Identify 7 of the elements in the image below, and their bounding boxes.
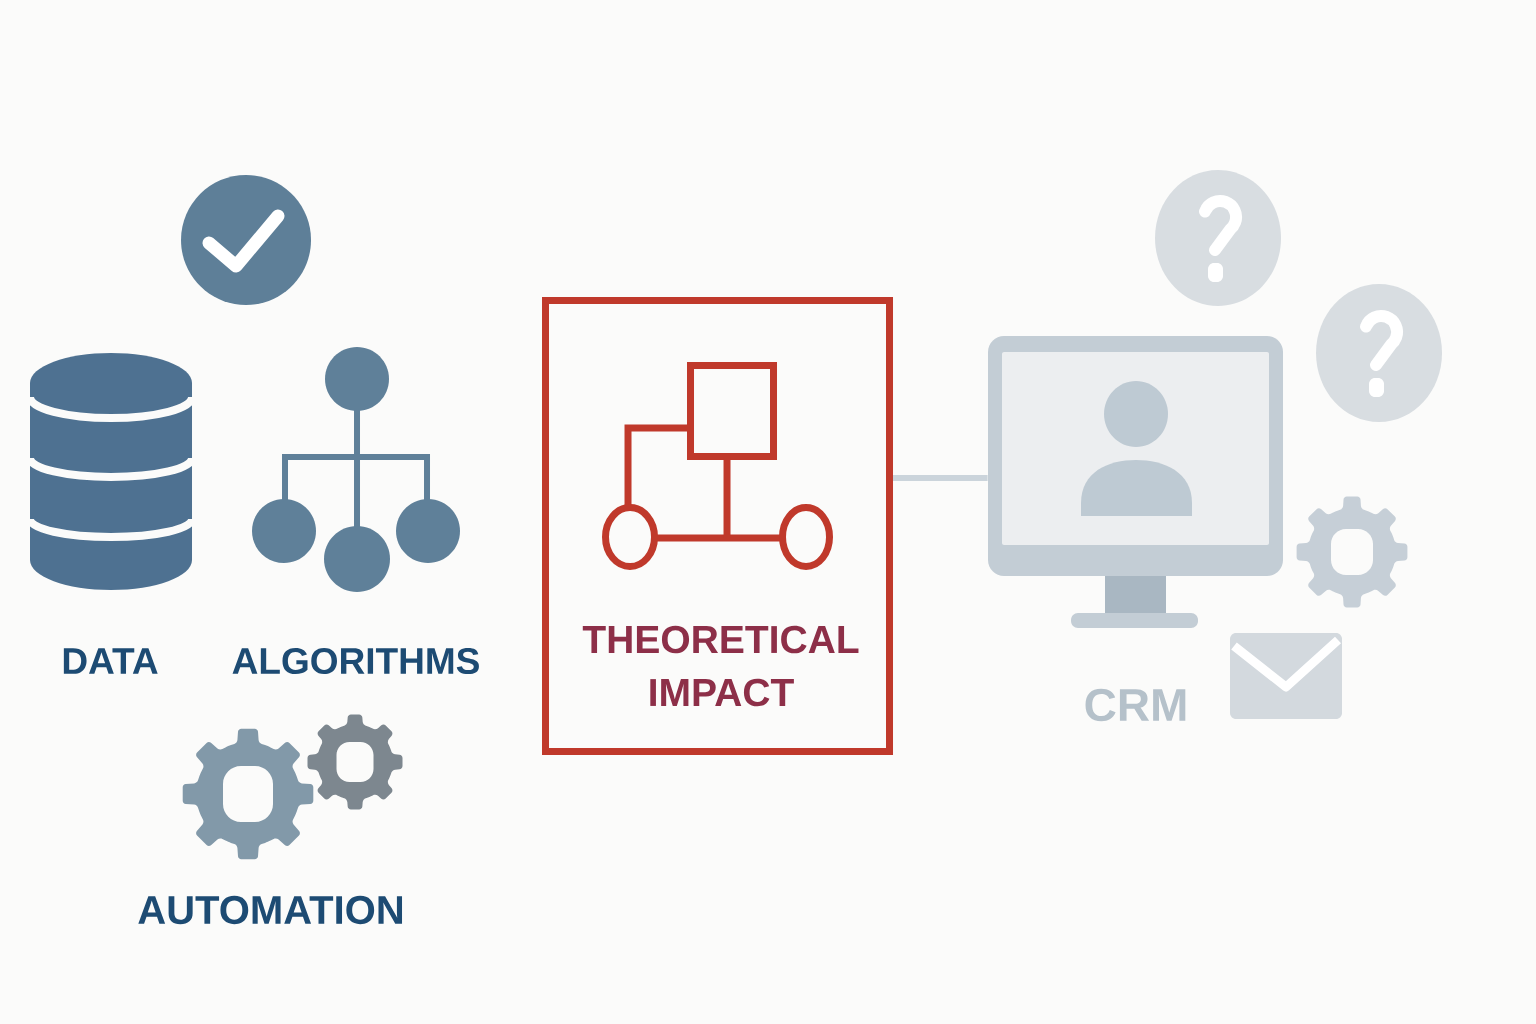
category-label: AUTOMATION <box>138 895 403 925</box>
monitor-picture <box>988 336 1283 628</box>
category-label: ALGORITHMS <box>232 647 479 675</box>
connector-line <box>893 475 988 481</box>
framed-box: THEORETICAL IMPACT <box>542 297 893 755</box>
category-label: DATA <box>63 648 158 674</box>
category-label: CRM <box>1085 688 1186 722</box>
